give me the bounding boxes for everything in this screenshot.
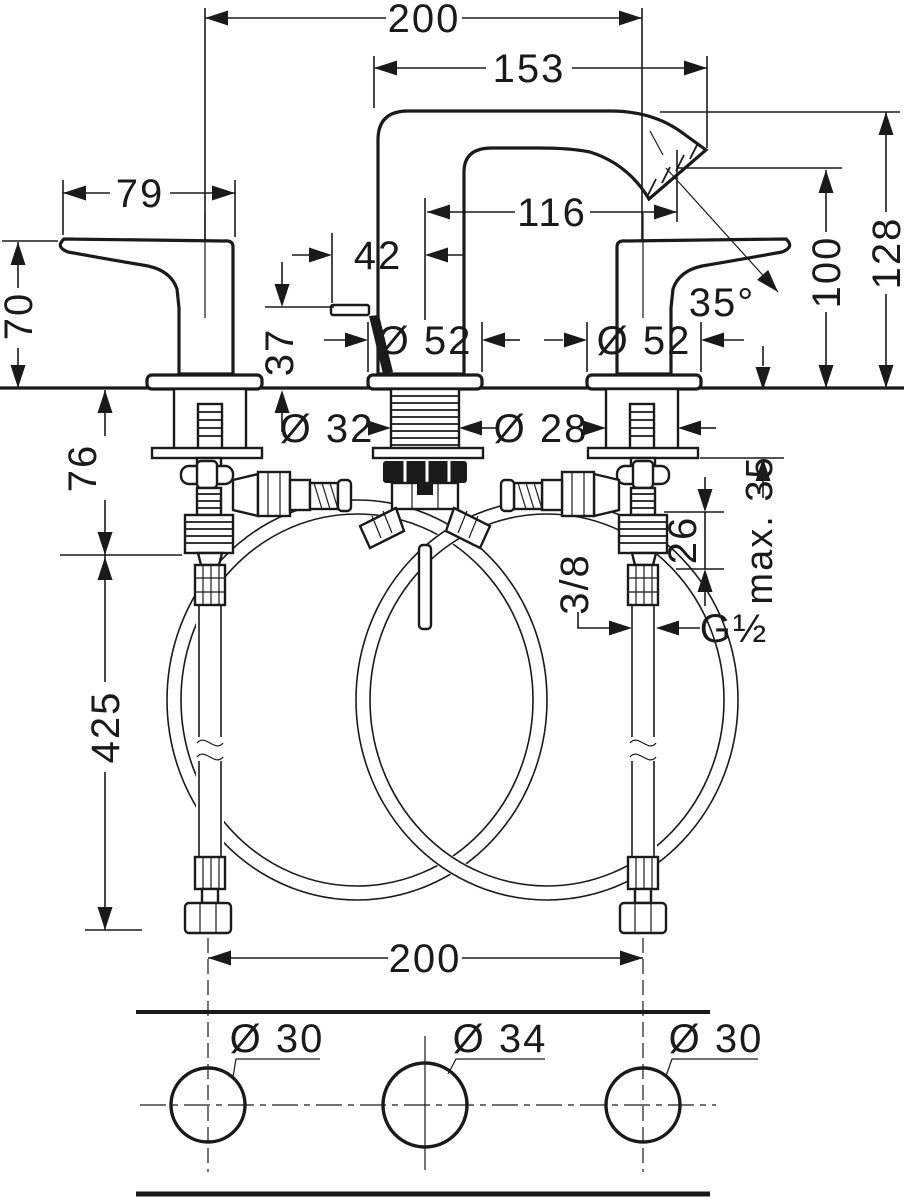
dim-label: 100 <box>805 236 849 309</box>
right-flange <box>586 446 700 460</box>
left-escutcheon <box>145 373 264 391</box>
hole-label-left: Ø 30 <box>230 1017 325 1061</box>
dim-rod-height: 37 <box>258 262 334 432</box>
dim-handle-length: 79 <box>62 172 236 237</box>
dim-label: 70 <box>0 292 41 341</box>
dim-label: 26 <box>661 516 705 565</box>
right-supply-hose <box>618 563 668 935</box>
popup-knob <box>329 303 371 317</box>
tee-outlet-left <box>358 506 406 550</box>
dim-escutcheon-left: Ø 52 <box>324 319 520 372</box>
popup-rod <box>329 303 393 374</box>
dim-supply-thread: G½ <box>656 607 768 651</box>
dim-label: G½ <box>700 607 768 651</box>
hole-plan-view: Ø 30 Ø 34 Ø 30 <box>136 938 764 1197</box>
hole-right <box>604 1066 682 1144</box>
right-union-nut <box>560 470 596 518</box>
dim-label: max. 35 <box>739 455 781 604</box>
tee-outlet-right <box>444 506 492 550</box>
dim-escutcheon-right: Ø 52 <box>544 319 744 372</box>
hose-ferrule-top-right <box>626 563 660 607</box>
left-mounting-nut <box>183 513 235 555</box>
dim-label: Ø 28 <box>494 407 589 451</box>
dim-top-width: 200 <box>204 0 643 240</box>
dim-nut-travel: 26 <box>661 477 724 606</box>
dim-rod-offset: 42 <box>292 198 464 320</box>
hose-nut-left <box>183 901 233 935</box>
dim-total-height: 128 <box>660 111 904 388</box>
dim-spray-angle: 35° <box>665 167 784 325</box>
dim-label: 79 <box>116 172 165 216</box>
hose-ferrule-bottom-right <box>626 855 660 891</box>
dim-label: 200 <box>389 937 462 981</box>
hose-ferrule-top-left <box>193 563 227 607</box>
dim-spout-reach: 153 <box>373 47 708 148</box>
hole-label-right: Ø 30 <box>669 1017 764 1061</box>
dim-label: 116 <box>517 191 587 235</box>
left-valve-assembly <box>150 387 353 567</box>
spout <box>366 109 709 391</box>
dim-label: 35° <box>689 281 756 325</box>
hose-ferrule-bottom-left <box>193 855 227 891</box>
right-valve-assembly <box>499 387 700 567</box>
dim-spout-to-outlet: 116 <box>427 150 678 235</box>
dim-hose-size: 3/8 <box>553 553 632 636</box>
spout-escutcheon <box>366 373 484 391</box>
right-hose-ferrule <box>512 481 544 511</box>
hose-nut-right <box>618 901 668 935</box>
hose-loop-left <box>166 499 548 901</box>
right-handle <box>585 213 792 391</box>
dim-label: 425 <box>84 691 128 764</box>
dim-clearance-below: 76 <box>60 390 182 556</box>
dim-label: 37 <box>258 328 302 377</box>
dim-label: 200 <box>388 0 461 41</box>
dim-outlet-height: 100 <box>677 167 849 388</box>
left-flange <box>150 446 264 460</box>
dim-label: Ø 52 <box>378 319 473 363</box>
center-spout-shank <box>358 387 492 631</box>
center-flange <box>371 446 485 460</box>
dim-max-deck: max. 35 <box>700 346 784 605</box>
dim-label: 42 <box>354 234 403 278</box>
left-union-nut <box>256 470 292 518</box>
right-escutcheon <box>585 373 703 391</box>
dim-label: Ø 52 <box>597 319 692 363</box>
dim-handle-height: 70 <box>0 240 58 388</box>
hole-center <box>381 1061 469 1149</box>
left-supply-hose <box>183 563 233 935</box>
hole-left <box>169 1066 247 1144</box>
dim-label: Ø 32 <box>280 407 375 451</box>
dim-shank-center: Ø 32 <box>280 407 496 451</box>
dim-label: 128 <box>865 217 904 290</box>
left-handle <box>58 213 264 391</box>
dim-label: 153 <box>493 47 566 91</box>
dim-hose-length: 425 <box>84 555 142 931</box>
hole-label-center: Ø 34 <box>453 1017 548 1061</box>
center-tee-body <box>383 461 467 483</box>
dim-shank-side: Ø 28 <box>494 407 716 451</box>
dim-label: 76 <box>61 444 105 493</box>
right-mounting-nut <box>617 513 669 555</box>
dim-label: 3/8 <box>553 553 597 615</box>
drain-pull-rod <box>417 543 433 631</box>
dim-bottom-width: 200 <box>208 937 643 981</box>
